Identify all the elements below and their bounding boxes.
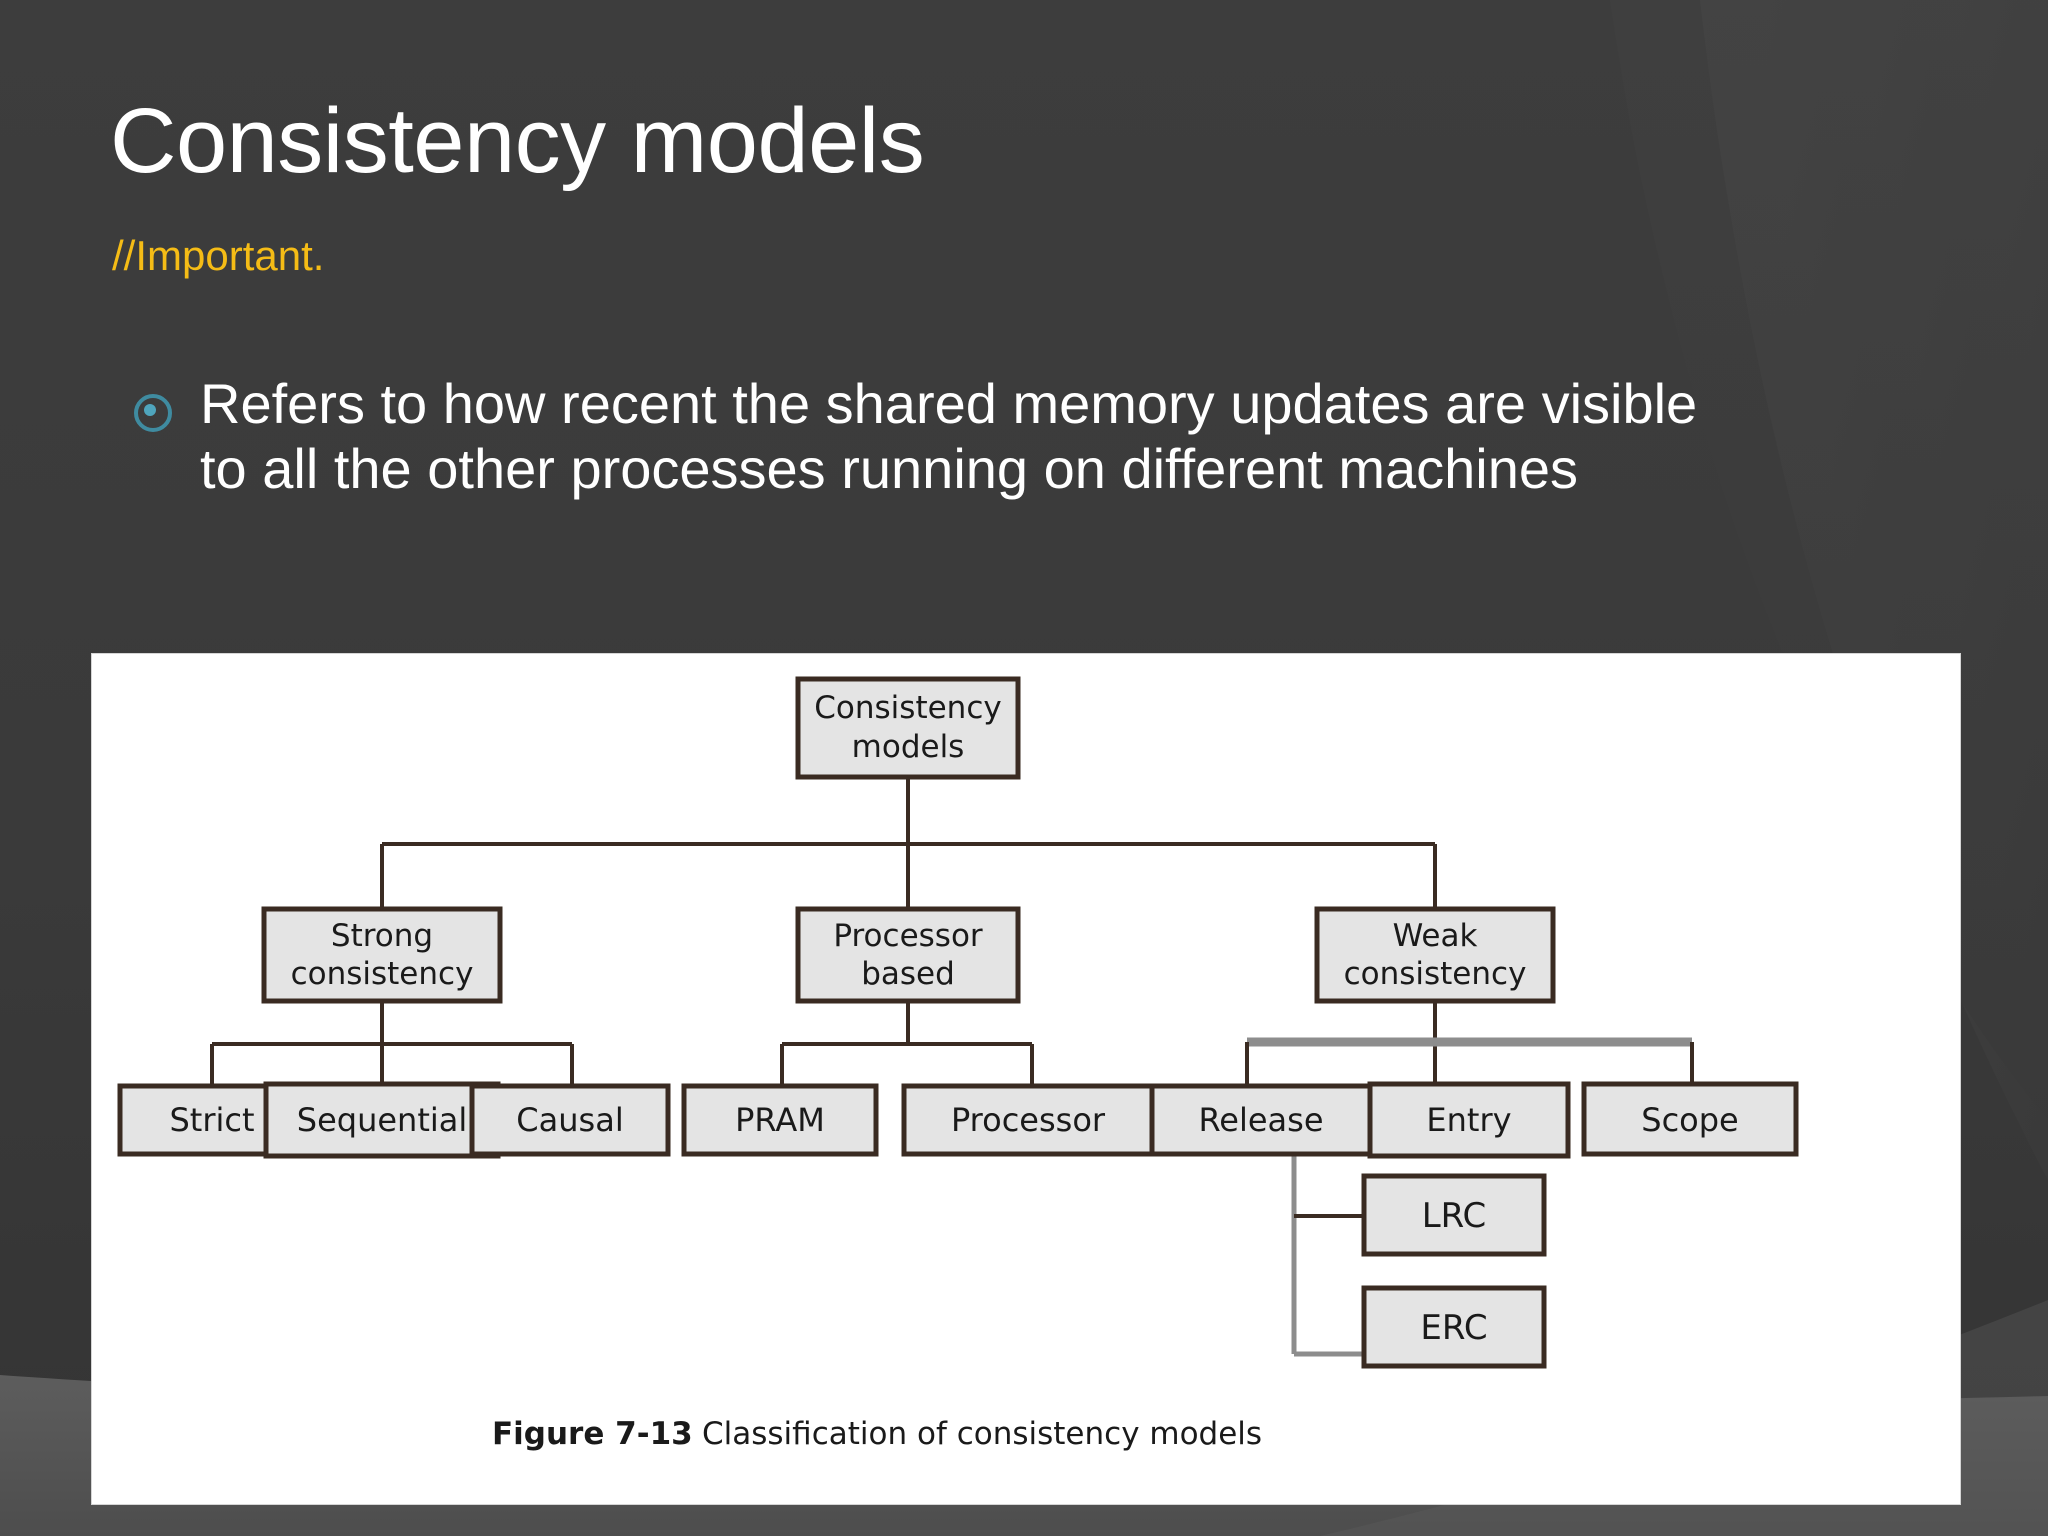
- target-bullet-icon: [130, 390, 176, 436]
- node-entry: Entry: [1367, 1081, 1571, 1159]
- node-scope: Scope: [1581, 1081, 1799, 1157]
- node-processor: Processor: [901, 1083, 1155, 1157]
- node-label: consistency: [291, 956, 474, 992]
- page-title: Consistency models: [110, 90, 925, 192]
- node-label: based: [861, 956, 955, 992]
- diagram-connectors: [210, 777, 1437, 1086]
- consistency-models-tree-diagram: Consistency models Strong consistency Pr…: [117, 676, 1799, 1452]
- node-label: models: [852, 729, 965, 765]
- node-label: Sequential: [297, 1101, 468, 1139]
- node-pram: PRAM: [681, 1083, 879, 1157]
- node-erc: ERC: [1361, 1285, 1547, 1369]
- bullet-text: Refers to how recent the shared memory u…: [200, 372, 1698, 500]
- node-label: PRAM: [735, 1101, 825, 1139]
- node-label: Causal: [516, 1101, 623, 1139]
- node-label: Weak: [1393, 918, 1478, 954]
- node-label: Scope: [1641, 1101, 1738, 1139]
- node-label: LRC: [1422, 1196, 1487, 1236]
- page-subtitle: //Important.: [112, 232, 325, 279]
- bullet-list-item: Refers to how recent the shared memory u…: [130, 372, 1890, 502]
- release-subtree-connectors: [1291, 1154, 1364, 1357]
- node-release: Release: [1149, 1083, 1373, 1157]
- node-label: Release: [1198, 1101, 1323, 1139]
- node-label: Processor: [833, 918, 983, 954]
- figure-caption: Figure 7-13 Classification of consistenc…: [492, 1416, 1262, 1452]
- node-processor-based: Processor based: [795, 906, 1021, 1004]
- weak-consistency-connectors: [1245, 999, 1694, 1086]
- figure-caption-label: Figure 7-13: [492, 1416, 693, 1452]
- node-weak-consistency: Weak consistency: [1314, 906, 1556, 1004]
- figure-caption-text: Classification of consistency models: [702, 1416, 1262, 1452]
- figure-image-panel: Consistency models Strong consistency Pr…: [92, 654, 1960, 1504]
- node-lrc: LRC: [1361, 1173, 1547, 1257]
- node-strong-consistency: Strong consistency: [261, 906, 503, 1004]
- node-causal: Causal: [469, 1083, 671, 1157]
- node-sequential: Sequential: [263, 1081, 501, 1159]
- node-label: consistency: [1344, 956, 1527, 992]
- node-label: Strict: [169, 1101, 254, 1139]
- node-label: Strong: [331, 918, 433, 954]
- node-consistency-models: Consistency models: [795, 676, 1021, 780]
- node-label: Processor: [951, 1101, 1106, 1139]
- node-label: Consistency: [814, 690, 1001, 726]
- node-label: ERC: [1420, 1308, 1487, 1348]
- node-label: Entry: [1426, 1101, 1511, 1139]
